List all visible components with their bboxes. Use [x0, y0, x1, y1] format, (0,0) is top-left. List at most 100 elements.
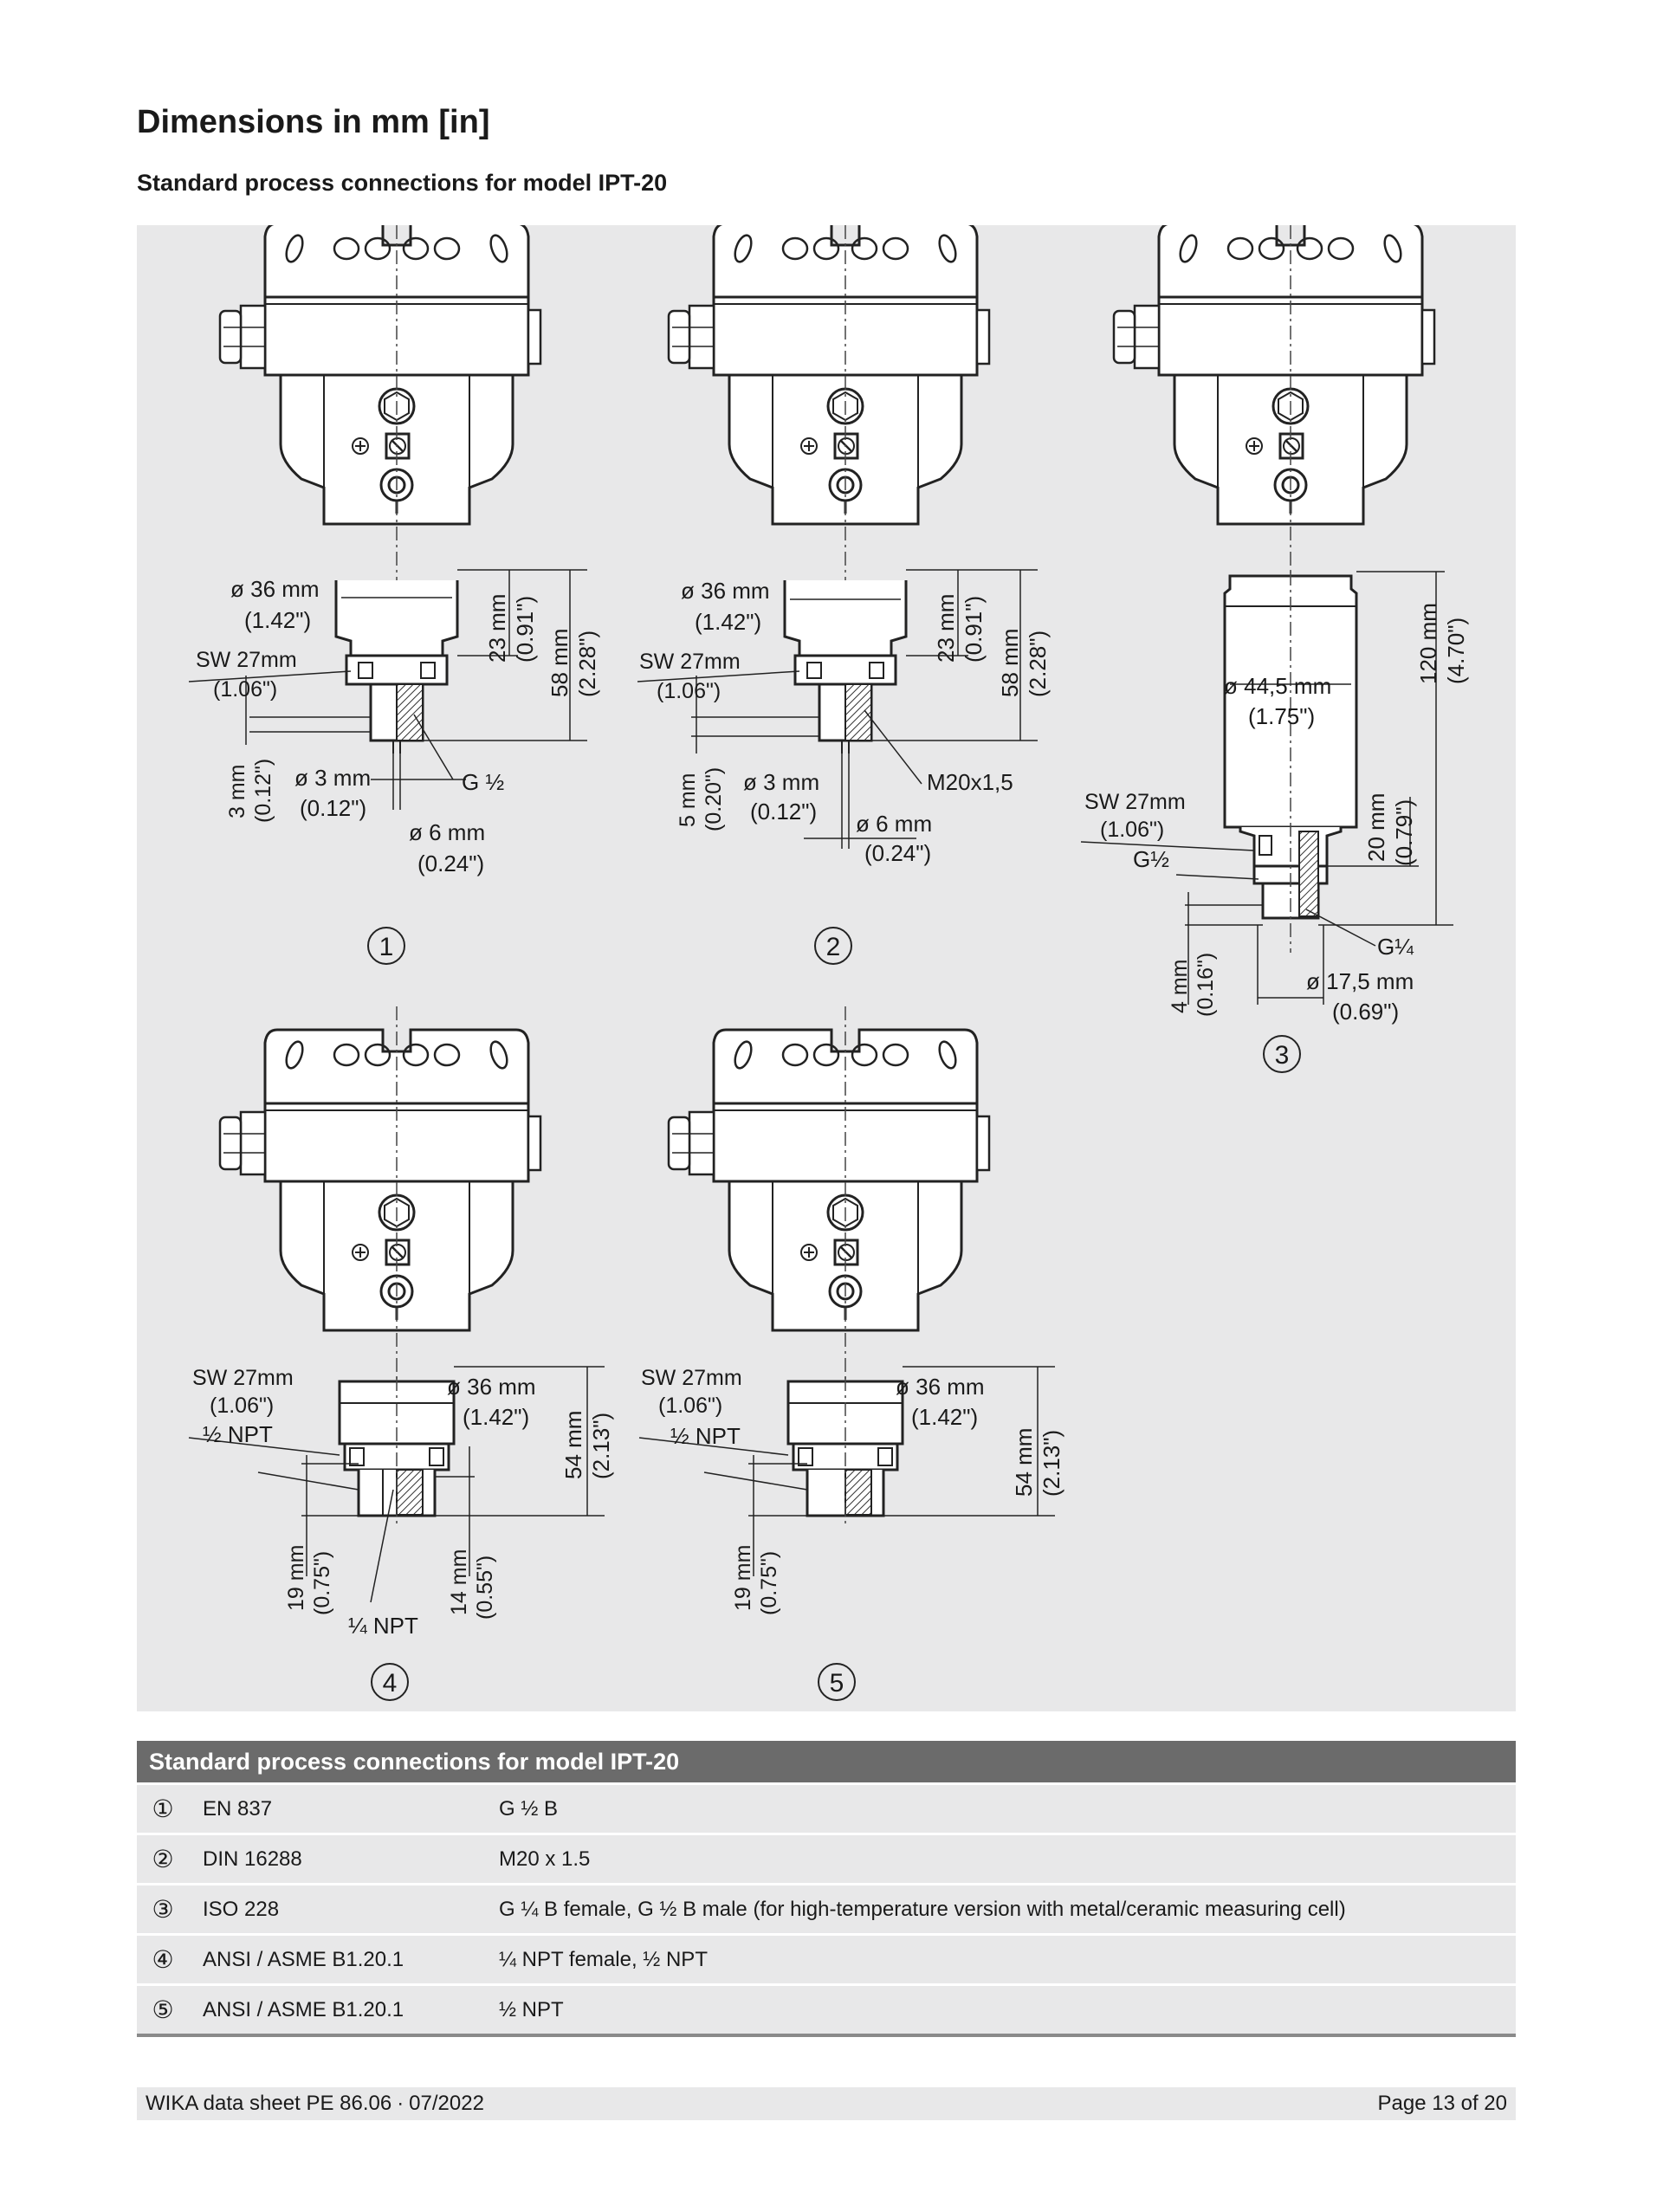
label-height-14: 14 mm [447, 1549, 471, 1615]
callout-2 [814, 927, 852, 965]
row-thread: ¼ NPT female, ½ NPT [487, 1933, 1516, 1985]
row-thread: ½ NPT [487, 1983, 1516, 2037]
variant-4-drawing: SW 27mm (1.06") ½ NPT ø 36 mm (1.42") 54… [188, 1005, 614, 1701]
label-diameter-6-in-v2: (0.24") [864, 840, 931, 866]
dimension-drawing: ø 36 mm (1.42") SW 27mm (1.06") 23 mm (0… [137, 225, 1516, 1711]
process-connections-table: Standard process connections for model I… [137, 1741, 1516, 2037]
callout-5-number: 5 [830, 1669, 844, 1698]
label-diameter-3: ø 3 mm [294, 765, 371, 791]
callout-5 [818, 1663, 856, 1701]
label-sw27-v4: SW 27mm [192, 1366, 294, 1390]
row-standard: ISO 228 [189, 1883, 487, 1935]
footer-datasheet-ref: WIKA data sheet PE 86.06 ∙ 07/2022 [146, 2092, 484, 2115]
label-diameter-17-5-in: (0.69") [1332, 999, 1399, 1025]
variant-2-drawing: ø 36 mm (1.42") SW 27mm (1.06") 23 mm (0… [637, 225, 1051, 965]
label-diameter-36-v2: ø 36 mm [681, 578, 770, 604]
callout-3 [1263, 1035, 1301, 1073]
row-thread: G ½ B [487, 1782, 1516, 1834]
label-npt-14: ¼ NPT [348, 1613, 418, 1639]
label-sw27-v5: SW 27mm [641, 1366, 742, 1390]
label-diameter-36-in: (1.42") [244, 607, 311, 633]
variant-3-drawing: ø 44,5 mm (1.75") 120 mm (4.70") 20 mm (… [1080, 225, 1469, 1073]
label-diameter-44-5: ø 44,5 mm [1224, 673, 1331, 699]
label-height-14-in: (0.55") [473, 1556, 497, 1620]
label-height-19-in: (0.75") [310, 1551, 334, 1615]
row-standard: ANSI / ASME B1.20.1 [189, 1933, 487, 1985]
label-sw27-in: (1.06") [213, 677, 277, 702]
label-height-19-in-v5: (0.75") [757, 1551, 781, 1615]
row-number: ③ [137, 1883, 189, 1935]
row-number: ⑤ [137, 1983, 189, 2037]
label-thread-g12: G ½ [462, 769, 504, 795]
label-height-20: 20 mm [1363, 793, 1389, 862]
label-diameter-36-in-v4: (1.42") [463, 1404, 529, 1430]
label-diameter-3-v2: ø 3 mm [743, 769, 819, 795]
label-thread-g12-v3: G½ [1133, 846, 1169, 872]
footer-page-number: Page 13 of 20 [1377, 2092, 1507, 2115]
label-height-23-v2: 23 mm [933, 594, 959, 663]
variant-5-drawing: SW 27mm (1.06") ½ NPT ø 36 mm (1.42") 54… [638, 1005, 1064, 1701]
row-thread: M20 x 1.5 [487, 1833, 1516, 1885]
label-sw27-v2: SW 27mm [639, 650, 741, 674]
callout-1 [367, 927, 405, 965]
callout-3-number: 3 [1275, 1041, 1290, 1070]
label-sw27-in-v2: (1.06") [657, 679, 721, 703]
label-height-20-in: (0.79") [1391, 799, 1417, 866]
label-height-54-in: (2.13") [588, 1413, 614, 1479]
table-title: Standard process connections for model I… [137, 1741, 1516, 1784]
table-header-row: Standard process connections for model I… [137, 1741, 1516, 1784]
label-thread-g14: G¼ [1377, 934, 1414, 960]
label-diameter-3-in-v2: (0.12") [750, 799, 817, 825]
label-height-3-in: (0.12") [251, 759, 275, 823]
label-diameter-36-v5: ø 36 mm [896, 1374, 985, 1400]
row-standard: DIN 16288 [189, 1833, 487, 1885]
label-height-54: 54 mm [560, 1411, 586, 1479]
page-title: Dimensions in mm [in] [137, 104, 490, 140]
label-npt-12: ½ NPT [203, 1421, 273, 1447]
label-diameter-6-v2: ø 6 mm [856, 811, 932, 837]
label-height-4-in: (0.16") [1194, 953, 1218, 1017]
label-diameter-17-5: ø 17,5 mm [1306, 968, 1414, 994]
label-diameter-44-5-in: (1.75") [1248, 703, 1315, 729]
label-diameter-6-in: (0.24") [417, 851, 484, 876]
label-height-58-in: (2.28") [574, 631, 600, 697]
label-height-5: 5 mm [676, 773, 700, 828]
label-sw27-in-v3: (1.06") [1100, 818, 1164, 842]
variant-1-drawing: ø 36 mm (1.42") SW 27mm (1.06") 23 mm (0… [188, 225, 600, 965]
label-height-4: 4 mm [1168, 960, 1192, 1014]
row-number: ② [137, 1833, 189, 1885]
label-height-58-in-v2: (2.28") [1025, 631, 1051, 697]
label-sw27-in-v5: (1.06") [658, 1394, 722, 1418]
label-height-19-v5: 19 mm [731, 1545, 755, 1611]
label-height-5-in: (0.20") [702, 767, 726, 831]
label-height-23-in: (0.91") [512, 596, 538, 663]
label-diameter-36-v4: ø 36 mm [447, 1374, 536, 1400]
callout-1-number: 1 [379, 933, 394, 961]
label-sw27-v3: SW 27mm [1084, 790, 1186, 814]
callout-4-number: 4 [383, 1669, 398, 1698]
label-height-54-in-v5: (2.13") [1039, 1430, 1064, 1497]
section-subtitle: Standard process connections for model I… [137, 170, 668, 196]
table-row: ⑤ ANSI / ASME B1.20.1 ½ NPT [137, 1983, 1516, 2037]
label-height-3: 3 mm [225, 765, 249, 819]
label-diameter-6: ø 6 mm [409, 819, 485, 845]
table-row: ③ ISO 228 G ¼ B female, G ½ B male (for … [137, 1883, 1516, 1935]
row-number: ④ [137, 1933, 189, 1985]
label-diameter-36-in-v2: (1.42") [695, 609, 761, 635]
label-diameter-36-in-v5: (1.42") [911, 1404, 978, 1430]
label-height-120-in: (4.70") [1443, 618, 1469, 684]
label-npt-12-v5: ½ NPT [670, 1423, 741, 1449]
row-thread: G ¼ B female, G ½ B male (for high-tempe… [487, 1883, 1516, 1935]
table-row: ④ ANSI / ASME B1.20.1 ¼ NPT female, ½ NP… [137, 1933, 1516, 1985]
label-height-120: 120 mm [1415, 603, 1441, 684]
label-height-19: 19 mm [284, 1545, 308, 1611]
callout-4 [371, 1663, 409, 1701]
label-height-58-v2: 58 mm [997, 629, 1023, 697]
label-height-58: 58 mm [547, 629, 573, 697]
table-row: ② DIN 16288 M20 x 1.5 [137, 1833, 1516, 1885]
label-sw27-in-v4: (1.06") [210, 1394, 274, 1418]
callout-2-number: 2 [826, 933, 841, 961]
label-diameter-3-in: (0.12") [300, 795, 366, 821]
label-height-23: 23 mm [484, 594, 510, 663]
label-sw27: SW 27mm [196, 648, 297, 672]
